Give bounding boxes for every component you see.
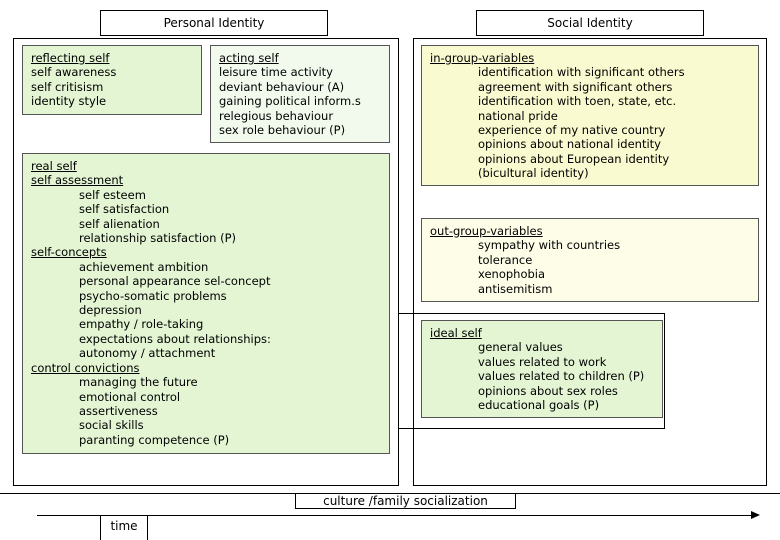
self-assessment-title: self assessment [31, 173, 124, 188]
ideal-self-box: ideal self general values values related… [421, 320, 663, 418]
real-self-title: real self [31, 159, 77, 173]
list-item: identification with significant others [478, 65, 685, 80]
culture-socialization-box: culture /family socialization [295, 494, 516, 509]
list-item: self alienation [79, 216, 160, 231]
list-item: leisure time activity [219, 65, 333, 80]
list-item: autonomy / attachment [79, 346, 216, 361]
control-convictions-title: control convictions [31, 360, 140, 375]
time-arrow-head [751, 511, 760, 519]
list-item: social skills [79, 418, 144, 433]
socialization-line [0, 493, 780, 494]
ideal-self-connector-frame [398, 313, 665, 429]
social-identity-label: Social Identity [547, 16, 633, 30]
list-item: tolerance [478, 252, 533, 267]
list-item: relegious behaviour [219, 108, 334, 123]
list-item: depression [79, 303, 142, 318]
reflecting-self-title: reflecting self [31, 51, 110, 65]
list-item: achievement ambition [79, 259, 209, 274]
reflecting-self-box: reflecting self self awareness self crit… [22, 45, 202, 115]
self-concepts-title: self-concepts [31, 245, 107, 260]
acting-self-box: acting self leisure time activity devian… [210, 45, 390, 143]
out-group-variables-title: out-group-variables [430, 224, 543, 238]
list-item: expectations about relationships: [79, 331, 271, 346]
list-item: self critisism [31, 79, 104, 94]
list-item: educational goals (P) [478, 398, 600, 413]
list-item: values related to work [478, 354, 607, 369]
time-box-right-border [147, 515, 148, 540]
list-item: gaining political inform.s [219, 94, 361, 109]
in-group-variables-box: in-group-variables identification with s… [421, 45, 759, 186]
list-item: sympathy with countries [478, 238, 621, 253]
out-group-variables-box: out-group-variables sympathy with countr… [421, 218, 759, 302]
ideal-self-title: ideal self [430, 326, 482, 340]
culture-socialization-label: culture /family socialization [323, 494, 488, 508]
in-group-variables-title: in-group-variables [430, 51, 535, 65]
list-item: relationship satisfaction (P) [79, 231, 236, 246]
time-label: time [110, 519, 138, 533]
list-item: (bicultural identity) [478, 166, 589, 181]
list-item: psycho-somatic problems [79, 288, 227, 303]
list-item: self awareness [31, 65, 117, 80]
list-item: self satisfaction [79, 202, 170, 217]
personal-identity-header: Personal Identity [100, 10, 328, 36]
time-box-left-border [100, 515, 101, 540]
acting-self-title: acting self [219, 51, 279, 65]
list-item: values related to children (P) [478, 369, 645, 384]
list-item: identification with toen, state, etc. [478, 94, 677, 109]
list-item: personal appearance sel-concept [79, 274, 271, 289]
list-item: opinions about European identity [478, 151, 670, 166]
list-item: assertiveness [79, 403, 158, 418]
list-item: antisemitism [478, 281, 553, 296]
list-item: opinions about sex roles [478, 383, 618, 398]
list-item: national pride [478, 108, 558, 123]
personal-identity-label: Personal Identity [163, 16, 265, 30]
list-item: agreement with significant others [478, 79, 673, 94]
list-item: deviant behaviour (A) [219, 79, 345, 94]
list-item: emotional control [79, 389, 181, 404]
list-item: sex role behaviour (P) [219, 123, 346, 138]
list-item: general values [478, 340, 563, 355]
list-item: empathy / role-taking [79, 317, 204, 332]
social-identity-header: Social Identity [476, 10, 704, 36]
list-item: self esteem [79, 187, 146, 202]
list-item: opinions about national identity [478, 137, 661, 152]
list-item: experience of my native country [478, 123, 666, 138]
list-item: managing the future [79, 375, 198, 390]
list-item: paranting competence (P) [79, 432, 230, 447]
real-self-box: real self self assessment self esteem se… [22, 153, 390, 454]
list-item: xenophobia [478, 267, 546, 282]
list-item: identity style [31, 94, 107, 109]
time-arrow-line [37, 515, 751, 516]
